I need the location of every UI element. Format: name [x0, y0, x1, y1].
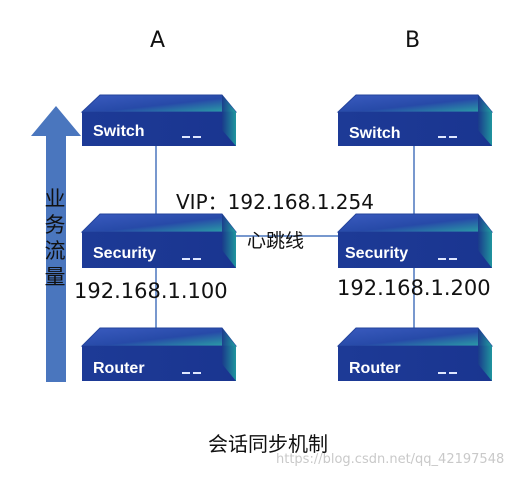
traffic-arrow: [31, 106, 81, 382]
b-security-device: Security: [336, 213, 494, 268]
traffic-char-2: 务: [44, 213, 66, 237]
column-label-b: B: [405, 28, 421, 53]
a-security-device: Security: [80, 213, 238, 268]
a-ip-address: 192.168.1.100: [74, 279, 228, 303]
b-ip-address: 192.168.1.200: [337, 276, 491, 300]
diagram-caption: 会话同步机制: [208, 432, 328, 456]
a-switch-device: Switch: [80, 94, 238, 146]
b-security-label: Security: [345, 245, 408, 262]
traffic-char-4: 量: [44, 265, 66, 289]
traffic-char-3: 流: [44, 239, 66, 263]
b-router-device: Router: [336, 327, 494, 381]
a-router-device: Router: [80, 327, 238, 381]
traffic-label: 业 务 流 量: [42, 186, 68, 290]
b-switch-device: Switch: [336, 94, 494, 146]
a-router-label: Router: [93, 360, 145, 377]
a-security-label: Security: [93, 245, 156, 262]
a-switch-label: Switch: [93, 123, 145, 140]
column-label-a: A: [150, 28, 166, 53]
b-router-label: Router: [349, 360, 401, 377]
b-switch-label: Switch: [349, 125, 401, 142]
heartbeat-label: 心跳线: [247, 230, 305, 252]
vip-address: VIP：192.168.1.254: [176, 190, 374, 214]
traffic-char-1: 业: [44, 187, 66, 211]
watermark: https://blog.csdn.net/qq_42197548: [276, 452, 505, 467]
